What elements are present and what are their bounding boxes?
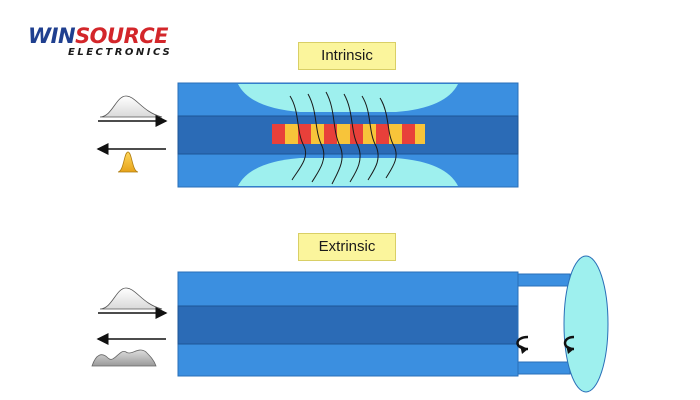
grating-segment-yellow [415,124,425,144]
field-line [289,95,306,181]
grating-segment-red [402,124,415,144]
extrinsic-label: Extrinsic [298,233,396,261]
logo-source-text: SOURCE [75,24,169,48]
field-line [325,91,343,185]
reflection-arrow-head-icon [566,345,574,354]
grating-segment-red [376,124,389,144]
winsource-logo: WINSOURCE ELECTRONICS [28,24,218,64]
input-pulse-icon [99,95,163,118]
logo-win-text: WIN [28,24,76,48]
field-line [379,97,397,179]
cavity-frame-top [517,273,571,287]
input-pulse-icon [99,287,163,310]
extrinsic-sensor [91,255,609,393]
logo-subtitle: ELECTRONICS [68,47,173,58]
cavity-frame-bottom [517,361,571,375]
intrinsic-input-pulse [98,95,168,127]
field-line [343,93,361,183]
grating-segment-yellow [311,124,324,144]
intrinsic-sensor [96,82,519,188]
field-line [307,93,325,183]
logo-wordmark: WINSOURCE [28,24,169,48]
intrinsic-reflected-pulse [96,143,166,173]
grating-segment-yellow [285,124,298,144]
grating-segment-red [324,124,337,144]
extrinsic-fiber-core [177,305,519,345]
field-lines [289,91,397,185]
grating-segment-yellow [389,124,402,144]
reflection-arrow-head-icon [520,345,528,354]
reflected-narrow-pulse-icon [117,151,139,173]
bragg-grating [272,124,425,144]
intrinsic-label: Intrinsic [298,42,396,70]
grating-segment-red [272,124,285,144]
field-line [361,95,379,181]
extrinsic-reflected-signal [91,333,166,367]
extrinsic-input-pulse [98,287,168,319]
intrinsic-interaction-region-top [238,84,458,112]
reflected-modulated-signal-icon [91,349,157,367]
reflector-diaphragm [563,255,609,393]
grating-segment-yellow [337,124,350,144]
